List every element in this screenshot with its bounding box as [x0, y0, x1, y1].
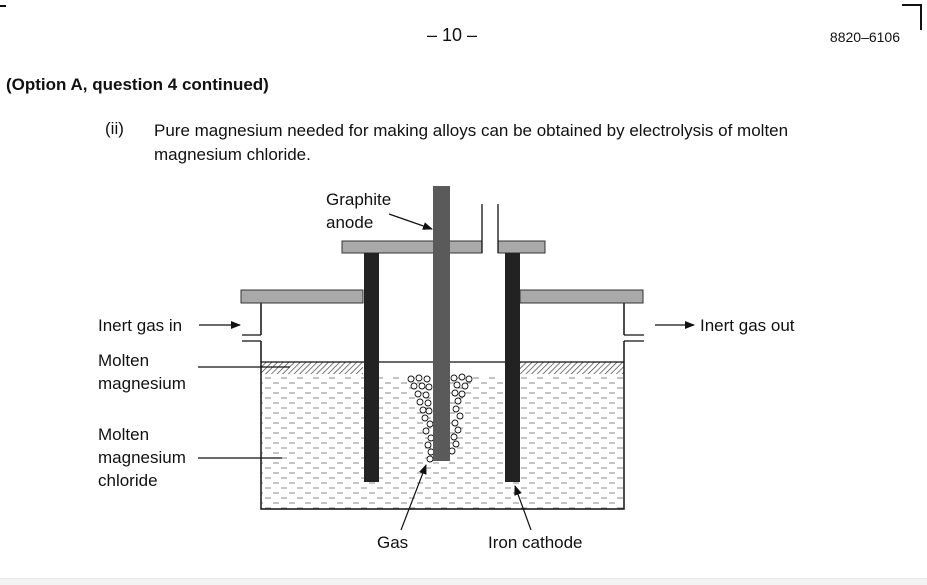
iron-cathode-right [505, 253, 520, 482]
lid-plate-left [240, 289, 364, 304]
gas-in-label: Inert gas in [98, 316, 182, 335]
page-bottom-edge [0, 578, 927, 585]
cathode-label: Iron cathode [488, 533, 583, 552]
lid-plate-right [519, 289, 644, 304]
upper-plate-right [497, 240, 546, 254]
molten-magnesium-layer [261, 362, 363, 374]
magnesium-label-line1: Molten [98, 351, 149, 370]
gas-pointer [400, 464, 427, 531]
gas-label: Gas [377, 533, 408, 552]
anode-label-line1: Graphite [326, 190, 391, 209]
iron-cathode-left [364, 253, 379, 482]
cathode-pointer [514, 485, 532, 531]
question-text: Pure magnesium needed for making alloys … [154, 121, 789, 164]
cell-walls [260, 303, 625, 510]
magnesium-label-line2: magnesium [98, 374, 186, 393]
gas-bubbles [407, 373, 473, 463]
upper-plate-left [341, 240, 483, 254]
anode-pointer [388, 213, 433, 230]
gas-out-label: Inert gas out [700, 316, 795, 335]
chloride-label-line2: magnesium [98, 448, 186, 467]
gas-outlet-pipe [624, 334, 644, 342]
chloride-label-line3: chloride [98, 471, 158, 490]
graphite-anode [433, 186, 450, 461]
question-context: (Option A, question 4 continued) [6, 75, 269, 94]
paper-code: 8820–6106 [829, 29, 900, 45]
anode-label-line2: anode [326, 213, 373, 232]
molten-magnesium-layer [520, 362, 624, 374]
chloride-label-line1: Molten [98, 425, 149, 444]
question-part-number: (ii) [105, 119, 124, 138]
page-number: – 10 – [427, 25, 478, 45]
gas-inlet-pipe [242, 334, 261, 342]
